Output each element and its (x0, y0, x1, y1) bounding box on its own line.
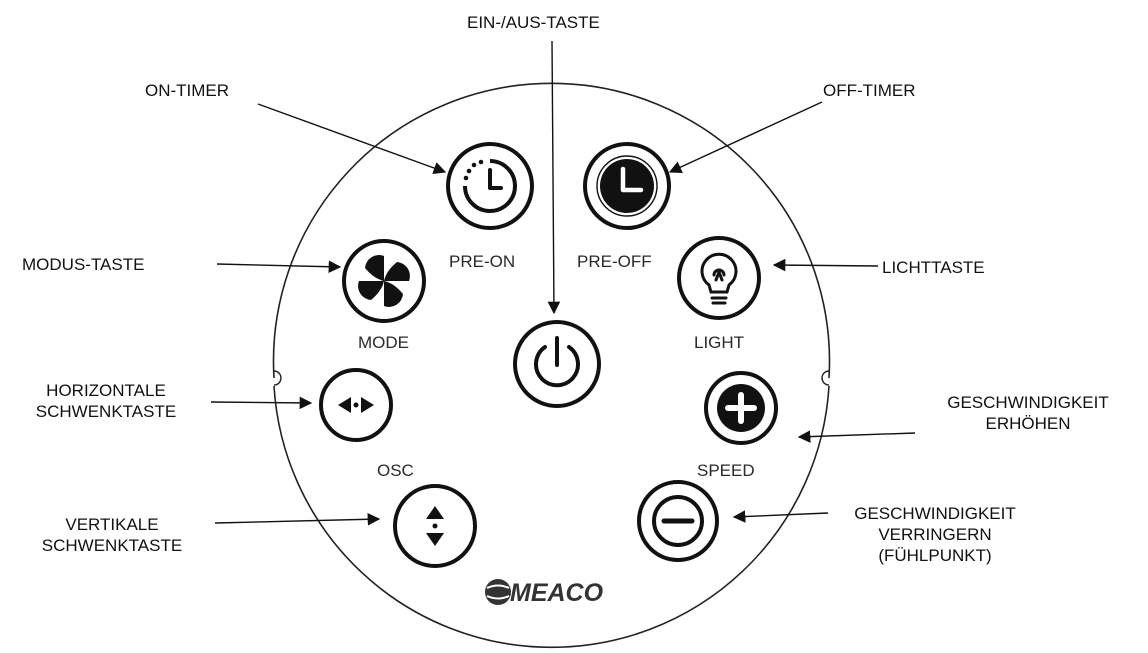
horizontal-callout-label: HORIZONTALE SCHWENKTASTE (35, 381, 177, 421)
mode-label: MODE (358, 333, 409, 352)
pre-off-label: PRE-OFF (577, 252, 652, 271)
vertical-osc-button[interactable] (393, 484, 477, 568)
power-callout-label: EIN-/AUS-TASTE (467, 13, 600, 32)
light-callout-label: LICHTTASTE (882, 258, 985, 277)
mode-callout-label: MODUS-TASTE (22, 255, 145, 274)
panel-outline (272, 82, 831, 649)
osc-label: OSC (377, 461, 414, 480)
left-right-arrows-icon (338, 397, 374, 413)
meaco-logo-icon (485, 579, 511, 605)
light-bulb-icon (700, 252, 738, 305)
light-label: LIGHT (694, 333, 745, 352)
power-button[interactable] (513, 320, 601, 408)
plus-icon (717, 384, 765, 432)
minus-icon (652, 495, 704, 547)
off-timer-callout-label: OFF-TIMER (823, 81, 916, 100)
speed-down-callout-label: GESCHWINDIGKEIT VERRINGERN (FÜHLPUNKT) (854, 504, 1016, 565)
light-button[interactable] (677, 236, 761, 320)
off-timer-icon (600, 159, 654, 213)
callout-arrows (210, 40, 916, 526)
horizontal-osc-button[interactable] (319, 368, 393, 442)
pre-on-button[interactable] (446, 142, 534, 230)
on-timer-icon (463, 159, 517, 213)
up-down-arrows-icon (426, 506, 444, 546)
speed-down-button[interactable] (637, 480, 719, 562)
on-timer-callout-label: ON-TIMER (145, 81, 230, 100)
speed-up-button[interactable] (704, 371, 778, 445)
speed-label: SPEED (697, 461, 755, 480)
vertical-callout-label: VERTIKALE SCHWENKTASTE (41, 515, 183, 555)
speed-up-callout-label: GESCHWINDIGKEIT ERHÖHEN (947, 393, 1109, 433)
brand-wordmark: MEACO (510, 579, 604, 607)
fan-icon (358, 255, 410, 307)
pre-on-label: PRE-ON (449, 252, 516, 271)
power-icon (534, 336, 580, 388)
pre-off-button[interactable] (583, 142, 671, 230)
mode-button[interactable] (342, 239, 426, 323)
